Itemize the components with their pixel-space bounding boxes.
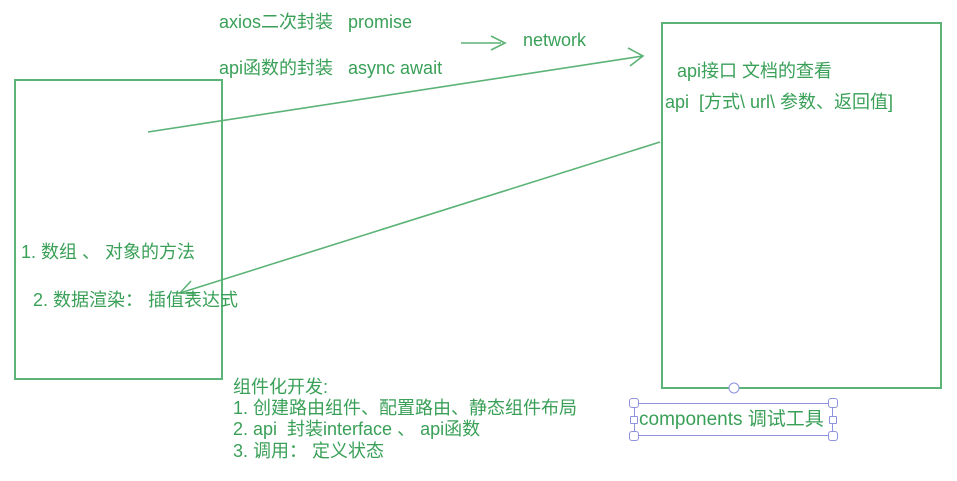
right-box-line-1[interactable]: api接口 文档的查看: [677, 61, 833, 81]
component-notes-item-3[interactable]: 3. 调用： 定义状态: [233, 441, 385, 461]
left-box-item-1[interactable]: 1. 数组 、 对象的方法: [21, 242, 196, 262]
resize-handle-e[interactable]: [829, 416, 837, 424]
resize-handle-nw[interactable]: [629, 398, 639, 408]
note-api-async-await[interactable]: api函数的封装 async await: [219, 58, 443, 78]
component-notes-item-1[interactable]: 1. 创建路由组件、配置路由、静态组件布局: [233, 398, 578, 418]
network-arrow[interactable]: [461, 35, 507, 51]
right-box-line-2[interactable]: api [方式\ url\ 参数、返回值]: [665, 92, 894, 112]
arrow-left-box-to-api-box[interactable]: [147, 47, 645, 133]
resize-handle-ne[interactable]: [828, 398, 838, 408]
component-notes-title[interactable]: 组件化开发:: [233, 377, 329, 397]
right-box[interactable]: [661, 22, 942, 389]
resize-handle-sw[interactable]: [629, 431, 639, 441]
left-box-item-2[interactable]: 2. 数据渲染： 插值表达式: [33, 290, 239, 310]
selected-textbox[interactable]: components 调试工具: [634, 403, 833, 436]
left-box[interactable]: [14, 79, 223, 380]
note-network-label[interactable]: network: [523, 30, 587, 50]
component-notes-item-2[interactable]: 2. api 封装interface 、 api函数: [233, 419, 481, 439]
selected-textbox-label[interactable]: components 调试工具: [639, 409, 824, 430]
rotate-handle[interactable]: [728, 382, 740, 394]
resize-handle-w[interactable]: [630, 416, 638, 424]
arrow-api-box-to-left-box[interactable]: [178, 141, 661, 295]
note-axios-promise[interactable]: axios二次封装 promise: [219, 12, 413, 32]
resize-handle-se[interactable]: [828, 431, 838, 441]
